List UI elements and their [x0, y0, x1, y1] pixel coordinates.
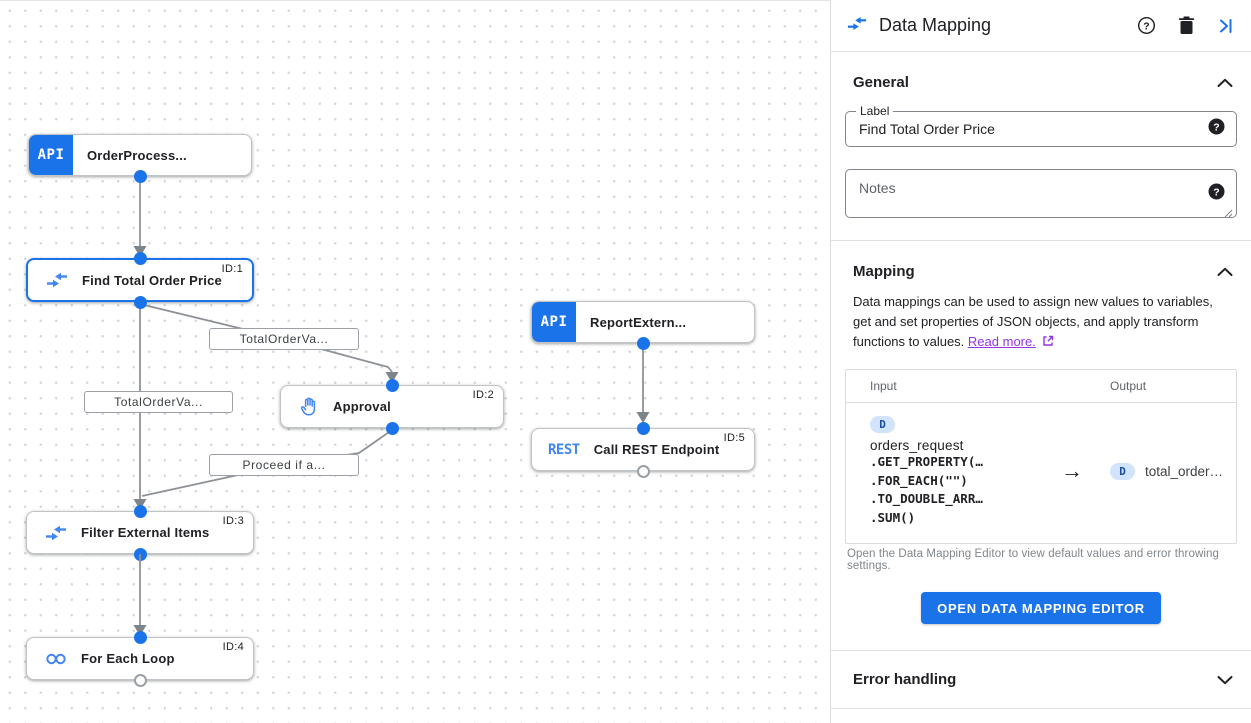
api-badge: API — [532, 302, 576, 342]
mapping-arrow: → — [1061, 458, 1083, 483]
workflow-canvas[interactable]: API OrderProcess... Find Total Order Pri… — [0, 0, 830, 723]
datatype-badge: D — [870, 416, 895, 433]
node-approval[interactable]: Approval ID:2 — [280, 385, 504, 428]
transform-line: .FOR_EACH("") — [870, 472, 968, 488]
read-more-link[interactable]: Read more. — [967, 334, 1036, 349]
mapping-table[interactable]: Input Output D orders_request .GET_PROPE… — [845, 369, 1237, 544]
output-port[interactable] — [385, 421, 399, 435]
mapping-row[interactable]: D orders_request .GET_PROPERTY(… .FOR_EA… — [846, 403, 1236, 543]
notes-field[interactable]: ? — [845, 169, 1237, 218]
svg-text:?: ? — [1143, 21, 1149, 32]
chevron-up-icon[interactable] — [1217, 78, 1233, 88]
output-column-header: Output — [1110, 379, 1147, 393]
data-mapping-icon — [45, 524, 67, 542]
node-id: ID:2 — [472, 389, 494, 401]
error-handling-title: Error handling — [853, 671, 957, 688]
label-help-icon[interactable]: ? — [1208, 118, 1225, 140]
node-label: Filter External Items — [81, 525, 210, 540]
delete-icon[interactable] — [1178, 16, 1195, 35]
output-port[interactable] — [636, 336, 650, 350]
transform-line: .SUM() — [870, 509, 916, 525]
edge-arrowhead — [636, 412, 650, 423]
node-id: ID:3 — [222, 515, 244, 527]
section-divider — [831, 240, 1251, 241]
output-variable: total_order… — [1145, 463, 1224, 479]
mapping-hint: Open the Data Mapping Editor to view def… — [847, 548, 1220, 572]
general-section: General Label Find Total Order Price ? — [831, 52, 1251, 240]
collapse-panel-icon[interactable] — [1217, 17, 1235, 35]
edge-arrowhead — [385, 372, 399, 383]
mapping-section-title: Mapping — [853, 263, 915, 280]
datatype-badge: D — [1110, 462, 1135, 480]
error-handling-section[interactable]: Error handling — [831, 651, 1251, 708]
node-label: ReportExtern... — [590, 314, 687, 330]
chevron-down-icon[interactable] — [1217, 675, 1233, 685]
input-port[interactable] — [133, 504, 147, 518]
help-icon[interactable]: ? — [1137, 16, 1156, 35]
section-divider — [831, 650, 1251, 651]
node-call-rest-endpoint[interactable]: REST Call REST Endpoint ID:5 — [531, 428, 755, 471]
panel-header: Data Mapping ? — [831, 0, 1251, 52]
mapping-table-header: Input Output — [846, 370, 1236, 403]
node-label: Approval — [333, 399, 391, 414]
chevron-up-icon[interactable] — [1217, 267, 1233, 277]
notes-input[interactable] — [846, 170, 1236, 217]
output-port[interactable] — [133, 169, 147, 183]
config-panel: Data Mapping ? — [830, 0, 1251, 723]
svg-text:?: ? — [1213, 121, 1219, 133]
external-link-icon — [1042, 333, 1054, 353]
output-port[interactable] — [133, 547, 147, 561]
node-id: ID:1 — [221, 263, 243, 275]
transform-line: .GET_PROPERTY(… — [870, 454, 983, 469]
edge-line — [139, 303, 393, 373]
node-filter-external-items[interactable]: Filter External Items ID:3 — [26, 511, 254, 554]
label-field-value[interactable]: Find Total Order Price — [859, 121, 995, 137]
mapping-description: Data mappings can be used to assign new … — [845, 290, 1237, 353]
node-id: ID:5 — [723, 432, 745, 444]
svg-text:?: ? — [1213, 186, 1219, 198]
output-port[interactable] — [133, 295, 147, 309]
label-field[interactable]: Label Find Total Order Price ? — [845, 104, 1237, 147]
terminal-port[interactable] — [133, 673, 147, 687]
rest-badge: REST — [548, 441, 580, 458]
transform-line: .TO_DOUBLE_ARR… — [870, 491, 983, 506]
general-section-title: General — [853, 74, 909, 91]
loop-icon — [45, 651, 67, 667]
mapping-section: Mapping Data mappings can be used to ass… — [831, 241, 1251, 650]
section-divider — [831, 708, 1251, 709]
edge-label-total-order-value-1[interactable]: TotalOrderVa... — [209, 328, 359, 350]
input-variable: orders_request — [870, 438, 964, 453]
node-label: For Each Loop — [81, 651, 175, 666]
open-data-mapping-editor-button[interactable]: OPEN DATA MAPPING EDITOR — [921, 592, 1161, 624]
input-port[interactable] — [133, 630, 147, 644]
label-field-legend: Label — [856, 104, 894, 118]
workflow-edges — [133, 176, 650, 510]
data-mapping-icon — [46, 271, 68, 289]
input-port[interactable] — [636, 421, 650, 435]
node-for-each-loop[interactable]: For Each Loop ID:4 — [26, 637, 254, 680]
node-label: OrderProcess... — [87, 147, 187, 163]
panel-title: Data Mapping — [879, 15, 992, 35]
input-column-header: Input — [870, 379, 897, 393]
hand-approval-icon — [299, 396, 319, 417]
notes-help-icon[interactable]: ? — [1208, 183, 1225, 205]
terminal-port[interactable] — [636, 464, 650, 478]
api-badge: API — [29, 135, 73, 175]
node-id: ID:4 — [222, 641, 244, 653]
node-label: Find Total Order Price — [82, 272, 222, 288]
input-port[interactable] — [133, 251, 147, 265]
textarea-resize-handle[interactable] — [1224, 205, 1233, 218]
node-label: Call REST Endpoint — [593, 442, 720, 457]
edge-label-total-order-value-2[interactable]: TotalOrderVa... — [84, 391, 233, 413]
data-mapping-icon — [847, 15, 867, 37]
edge-label-proceed-if[interactable]: Proceed if a... — [209, 454, 359, 476]
input-port[interactable] — [385, 378, 399, 392]
